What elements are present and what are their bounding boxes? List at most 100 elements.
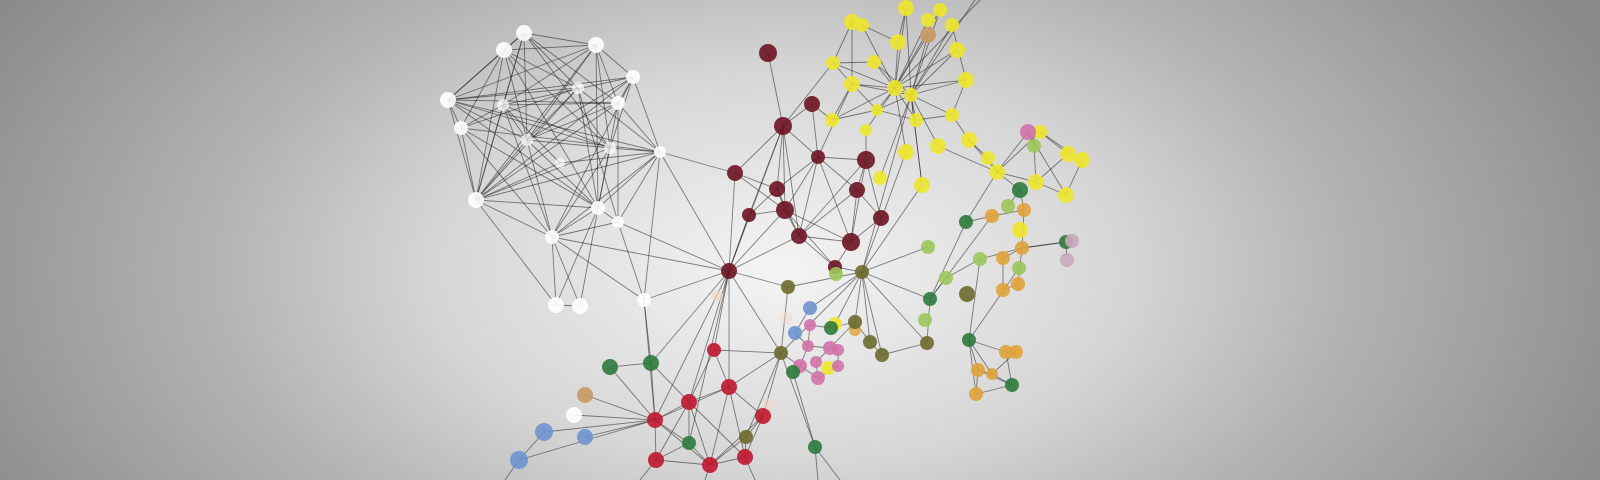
node-white-w4 — [626, 70, 640, 84]
edge-w14-w18 — [579, 207, 599, 307]
node-tan-o1 — [920, 27, 936, 43]
edge-w1-w9 — [523, 32, 579, 89]
edge-y12-y21 — [894, 87, 907, 153]
node-orange-o2 — [985, 209, 999, 223]
edge-w16-m14 — [551, 236, 730, 272]
node-green-g11 — [786, 365, 800, 379]
edge-w6-w16 — [460, 127, 553, 238]
node-olive-v9 — [739, 430, 753, 444]
node-green-g9 — [682, 436, 696, 450]
edge-w9-w12 — [577, 87, 661, 153]
node-yellow-y24 — [989, 164, 1005, 180]
edge-w8-w10 — [502, 104, 528, 141]
node-yellow-y8 — [949, 42, 965, 58]
edge-m5-m8 — [817, 156, 858, 191]
edge-w11-w16 — [551, 147, 611, 238]
node-yellow-y3 — [898, 0, 914, 16]
node-green-g6 — [1005, 378, 1019, 392]
edge-y12-o1 — [894, 34, 929, 89]
node-white-w9 — [572, 82, 584, 94]
node-green-g12 — [824, 321, 838, 335]
edge-w15-w16 — [551, 221, 619, 238]
edge-y13-o1 — [910, 34, 929, 96]
edge-r1-r3 — [688, 349, 715, 403]
node-white-w17 — [548, 297, 564, 313]
edge-m6-m11 — [865, 159, 882, 219]
node-maroon-m10 — [742, 208, 756, 222]
edge-g10-g11 — [792, 371, 816, 448]
node-maroon-m14 — [721, 263, 737, 279]
node-white-w5 — [440, 92, 456, 108]
edge-m2-m5 — [811, 103, 819, 158]
node-yellow-y18 — [945, 108, 959, 122]
edge-g8-r3 — [650, 362, 690, 403]
edge-w11-w13 — [475, 147, 611, 201]
node-blue-b4 — [577, 429, 593, 445]
node-mauve-f4 — [1065, 234, 1079, 248]
node-yellow-y15 — [825, 113, 839, 127]
edge-m9-m15 — [784, 209, 836, 268]
node-orange-o5 — [996, 251, 1010, 265]
node-olive-v1 — [781, 280, 795, 294]
edge-y13-y22 — [910, 94, 939, 147]
edge-w5-w7 — [447, 99, 619, 104]
edge-w5-w9 — [447, 87, 579, 101]
edge-v8-r1 — [713, 349, 782, 354]
node-yellow-y21 — [898, 144, 914, 160]
edge-y12-y15 — [831, 87, 896, 121]
edge-y13-y25 — [910, 94, 923, 186]
node-maroon-m12 — [791, 228, 807, 244]
node-green-g8 — [643, 355, 659, 371]
edge-w3-w13 — [475, 44, 597, 201]
edge-y25-v2 — [861, 184, 923, 273]
node-tan-o13 — [577, 387, 593, 403]
edge-m3-m9 — [782, 125, 786, 211]
edge-w5-w13 — [447, 99, 477, 201]
edge-y24-y27 — [996, 131, 1041, 173]
node-yellow-y25 — [914, 177, 930, 193]
edge-y13-y18 — [910, 94, 953, 116]
node-yellow-y34 — [821, 361, 835, 375]
node-yellow-y27 — [1033, 125, 1047, 139]
edge-m3-m7 — [776, 125, 784, 190]
edge-w3-w11 — [595, 44, 611, 149]
edge-w5-w11 — [447, 99, 611, 149]
node-pink-p9 — [810, 356, 822, 368]
edge-y3-y13 — [905, 7, 912, 96]
node-green-g5 — [962, 333, 976, 347]
edge-r2-r7 — [709, 386, 730, 466]
edge-m14-m9 — [728, 209, 786, 272]
node-lime-l6 — [1012, 261, 1026, 275]
edge-v6-v7 — [881, 342, 928, 356]
edge-w3-w4 — [595, 44, 634, 78]
edge-v8-r2 — [728, 352, 782, 388]
node-olive-v2 — [855, 265, 869, 279]
node-orange-o9 — [1009, 345, 1023, 359]
node-red-r5 — [755, 408, 771, 424]
node-yellow-y14 — [958, 72, 974, 88]
edge-y11-y13 — [851, 83, 912, 96]
node-yellow-y17 — [909, 113, 923, 127]
node-lime-l3 — [921, 240, 935, 254]
edge-m14-m10 — [728, 214, 750, 272]
node-yellow-y5 — [921, 13, 935, 27]
node-white-w2 — [496, 42, 512, 58]
node-white-w16 — [545, 230, 559, 244]
node-white-w12 — [654, 146, 666, 158]
node-white-w14 — [591, 201, 605, 215]
edge-g4-o2 — [929, 215, 993, 300]
edge-m6-m13 — [850, 159, 867, 243]
edge-m14-r1 — [713, 270, 730, 351]
edge-v2-v5 — [861, 271, 871, 343]
node-olive-v7 — [920, 336, 934, 350]
edge-v8-v1 — [780, 286, 789, 354]
node-red-r7 — [702, 457, 718, 473]
node-maroon-m5 — [811, 150, 825, 164]
node-orange-o10 — [971, 363, 985, 377]
node-white-w18 — [572, 298, 588, 314]
node-olive-v3 — [959, 286, 975, 302]
node-yellow-y19 — [860, 124, 872, 136]
node-yellow-y10 — [867, 55, 881, 69]
